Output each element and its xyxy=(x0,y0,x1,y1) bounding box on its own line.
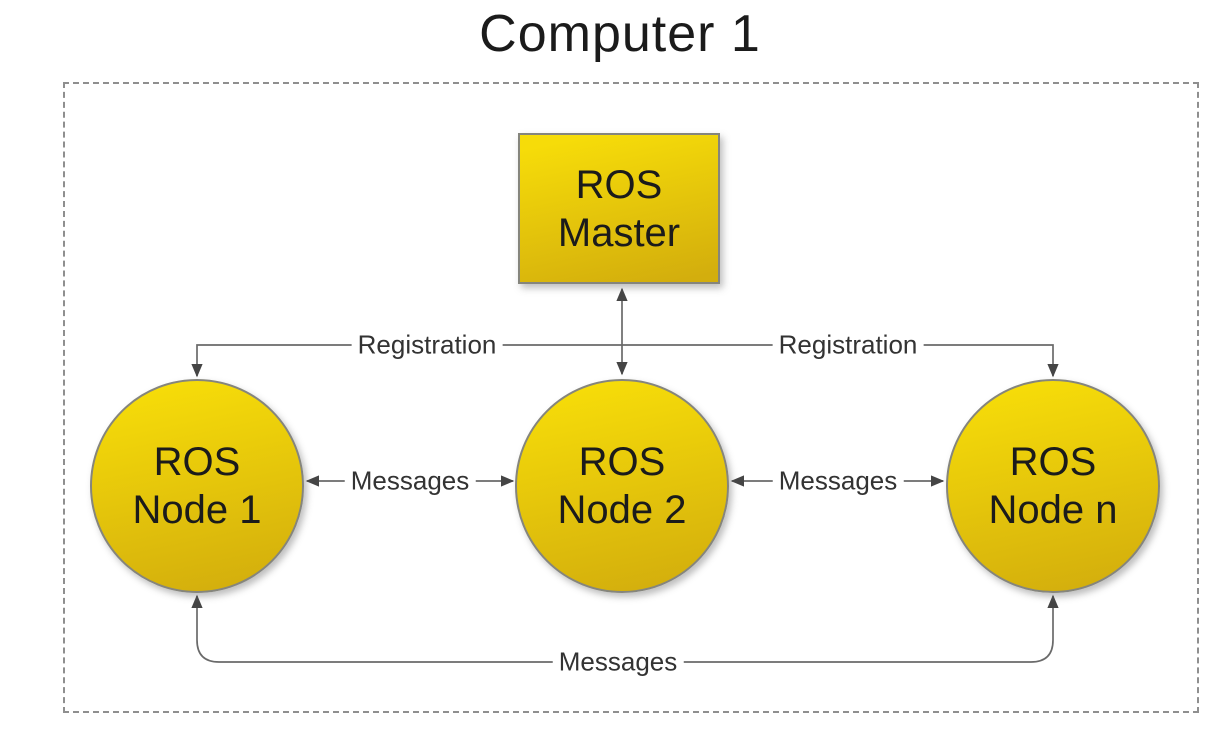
registration-right-label: Registration xyxy=(772,329,924,361)
ros-node-2-label-line2: Node 2 xyxy=(557,488,687,532)
ros-node-1: ROS Node 1 xyxy=(90,379,304,593)
ros-node-n-label-line2: Node n xyxy=(988,488,1118,532)
registration-left-label: Registration xyxy=(351,329,503,361)
messages-right-label: Messages xyxy=(772,465,904,497)
ros-master-label-line2: Master xyxy=(557,210,681,255)
ros-node-2-label-line1: ROS xyxy=(578,440,666,484)
ros-master-label-line1: ROS xyxy=(575,162,663,207)
computer-boundary-box xyxy=(63,82,1199,713)
ros-node-1-label-line1: ROS xyxy=(153,440,241,484)
registration-right-connector xyxy=(622,344,1059,378)
messages-bottom-label: Messages xyxy=(552,646,684,678)
diagram-title: Computer 1 xyxy=(479,5,761,63)
ros-master-node: ROS Master xyxy=(518,133,720,284)
ros-node-1-label-line2: Node 1 xyxy=(132,488,262,532)
messages-left-label: Messages xyxy=(344,465,476,497)
ros-node-2: ROS Node 2 xyxy=(515,379,729,593)
ros-node-n: ROS Node n xyxy=(946,379,1160,593)
ros-node-n-label-line1: ROS xyxy=(1009,440,1097,484)
